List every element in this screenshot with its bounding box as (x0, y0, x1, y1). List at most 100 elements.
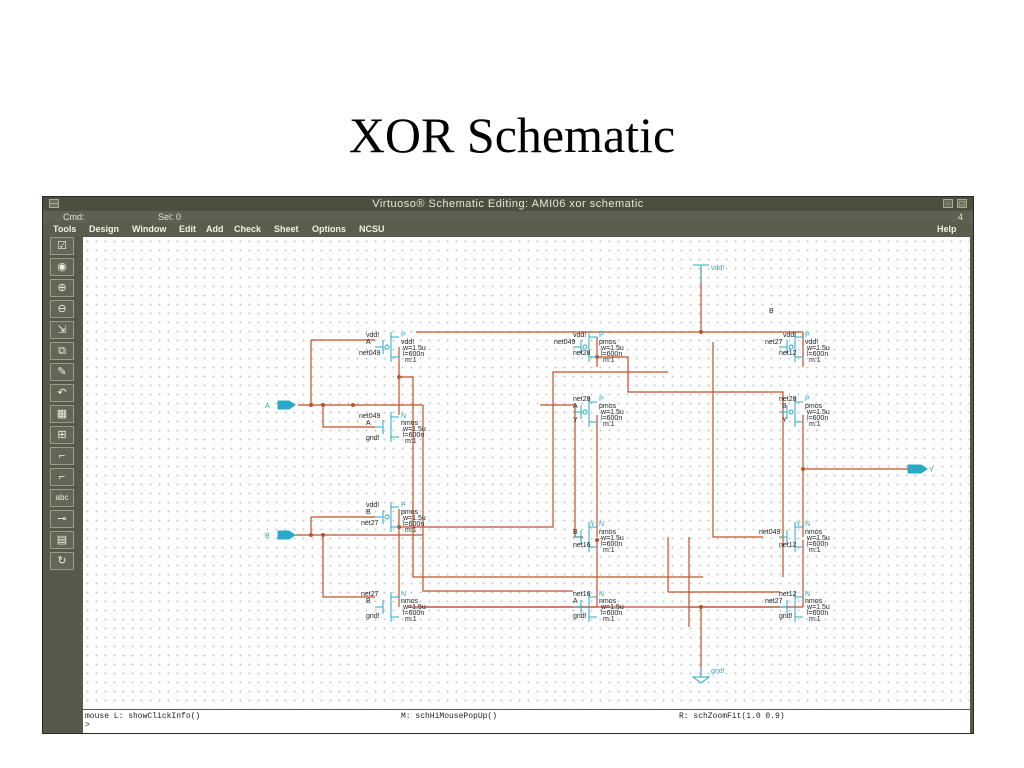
minimize-button[interactable]: · (943, 199, 953, 208)
t1-p: P (401, 332, 406, 339)
t9-p: P (805, 332, 810, 339)
property-icon[interactable]: ▦ (50, 405, 74, 423)
t1-m: m:1 (405, 357, 417, 364)
center-branch (597, 356, 784, 577)
t12-net27: net27 (765, 598, 783, 605)
menu-options[interactable]: Options (312, 224, 346, 234)
t7-n: N (599, 521, 604, 528)
transistor-10 (779, 397, 803, 427)
t8-n: N (599, 591, 604, 598)
t4-l: l=600n (403, 610, 424, 617)
window-menu-button[interactable]: — (49, 199, 59, 208)
t7-net16: net16 (573, 542, 591, 549)
t12-w: w=1.5u (806, 604, 830, 611)
net-b-gate (310, 516, 375, 535)
transistors (375, 332, 803, 622)
t5-w: w=1.5u (600, 345, 624, 352)
t7-b: B (573, 529, 578, 536)
transistor-3 (375, 502, 399, 532)
zoom-in-icon[interactable]: ⊕ (50, 279, 74, 297)
copy-icon[interactable]: ⧉ (50, 342, 74, 360)
cellview-icon[interactable]: ▤ (50, 531, 74, 549)
menu-add[interactable]: Add (206, 224, 224, 234)
transistor-11 (779, 522, 803, 552)
t11-l: l=600n (807, 541, 828, 548)
t12-l: l=600n (807, 610, 828, 617)
t6-w: w=1.5u (600, 409, 624, 416)
menu-edit[interactable]: Edit (179, 224, 196, 234)
wire-narrow-icon[interactable]: ⌐ (50, 447, 74, 465)
t8-gnd: gnd! (573, 613, 587, 620)
t4-m: m:1 (405, 616, 417, 623)
t2-net: net049 (359, 413, 381, 420)
t6-y: Y (573, 417, 578, 424)
t8-a: A (573, 598, 578, 605)
window-title: Virtuoso® Schematic Editing: AMI06 xor s… (372, 198, 644, 210)
t3-w: w=1.5u (402, 515, 426, 522)
t11-net12: net12 (779, 542, 797, 549)
menu-check[interactable]: Check (234, 224, 262, 234)
t1-a: A (366, 339, 371, 346)
menu-sheet[interactable]: Sheet (274, 224, 299, 234)
t9-m: m:1 (809, 357, 821, 364)
t11-m: m:1 (809, 547, 821, 554)
wire-name-icon[interactable]: abc (50, 489, 74, 507)
pin-a-shape (277, 400, 296, 410)
net-a-right (422, 405, 573, 592)
pin-vdd-shape (693, 264, 709, 282)
transistor-4 (375, 592, 399, 622)
t9-vdd2: vdd! (805, 339, 818, 346)
t9-net27: net27 (765, 339, 783, 346)
t2-l: l=600n (403, 432, 424, 439)
pin-icon[interactable]: ⊸ (50, 510, 74, 528)
t5-pmos: pmos (599, 339, 617, 346)
menu-ncsu[interactable]: NCSU (359, 224, 385, 234)
t8-l: l=600n (601, 610, 622, 617)
gnd-rail (408, 606, 803, 677)
t5-vdd: vdd! (573, 332, 586, 339)
t4-n: N (401, 591, 406, 598)
t5-p: P (599, 332, 604, 339)
stretch-icon[interactable]: ⇲ (50, 321, 74, 339)
return-icon[interactable]: ↻ (50, 552, 74, 570)
transistor-1 (375, 332, 399, 362)
transistor-9 (779, 332, 803, 362)
t10-w: w=1.5u (806, 409, 830, 416)
menu-help[interactable]: Help (937, 224, 957, 234)
check-save-icon[interactable]: ☑ (50, 237, 74, 255)
maximize-button[interactable]: □ (957, 199, 967, 208)
instance-icon[interactable]: ⊞ (50, 426, 74, 444)
t7-nmos: nmos (599, 529, 617, 536)
schematic-canvas[interactable]: A B Y vdd! gnd! B vdd! A net049 P vdd! w… (83, 237, 970, 709)
t7-w: w=1.5u (600, 535, 624, 542)
t12-net12: net12 (779, 591, 797, 598)
t6-net28: net28 (573, 396, 591, 403)
menu-bar: Tools Design Window Edit Add Check Sheet… (43, 223, 973, 236)
t6-p: P (599, 396, 604, 403)
mouse-middle-binding: M: schHiMousePopUp() (401, 712, 498, 721)
zoom-out-icon[interactable]: ⊖ (50, 300, 74, 318)
t9-vdd: vdd! (783, 332, 796, 339)
cmd-label: Cmd: (63, 212, 85, 222)
menu-window[interactable]: Window (132, 224, 167, 234)
menu-design[interactable]: Design (89, 224, 120, 234)
t4-w: w=1.5u (402, 604, 426, 611)
delete-icon[interactable]: ✎ (50, 363, 74, 381)
t6-l: l=600n (601, 415, 622, 422)
undo-icon[interactable]: ↶ (50, 384, 74, 402)
wire-wide-icon[interactable]: ⌐ (50, 468, 74, 486)
pin-y-label: Y (929, 467, 934, 474)
right-gate (712, 342, 763, 538)
transistor-6 (573, 397, 597, 427)
window-titlebar: — Virtuoso® Schematic Editing: AMI06 xor… (43, 197, 973, 211)
menu-tools[interactable]: Tools (53, 224, 77, 234)
zoom-fit-icon[interactable]: ◉ (50, 258, 74, 276)
slide-title: XOR Schematic (348, 107, 676, 163)
t5-l: l=600n (601, 351, 622, 358)
center-stack (423, 337, 598, 608)
corner-number: 4 (958, 212, 964, 222)
pin-vdd-label: vdd! (711, 265, 724, 272)
virtuoso-window: — Virtuoso® Schematic Editing: AMI06 xor… (42, 196, 974, 734)
command-prompt[interactable]: > (85, 721, 90, 730)
t10-pmos: pmos (805, 403, 823, 410)
